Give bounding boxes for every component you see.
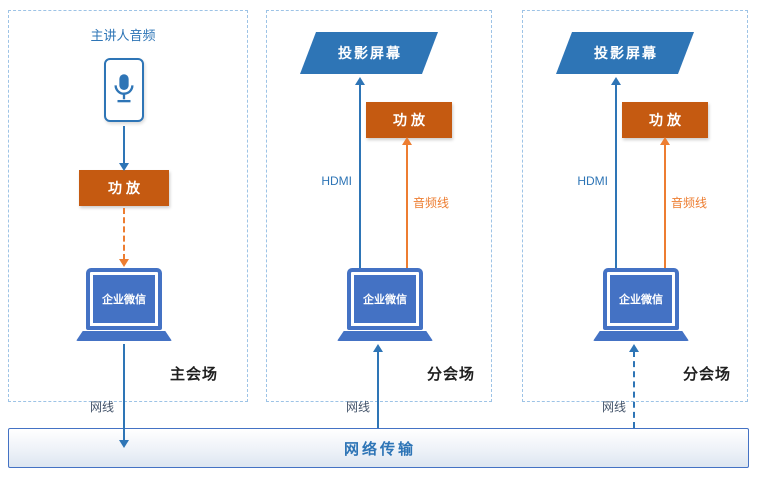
branch-venue-title: 分会场	[427, 366, 476, 383]
laptop-base	[593, 331, 689, 341]
network-transmission-bar: 网络传输	[8, 428, 749, 468]
laptop-base	[76, 331, 172, 341]
amplifier-box: 功放	[622, 102, 708, 138]
network-cable-label: 网线	[345, 400, 370, 414]
laptop-screen: 企业微信	[603, 268, 679, 330]
audio-cable-label: 音频线	[413, 196, 450, 210]
network-to-laptop-arrow	[628, 344, 640, 428]
network-transmission-label: 网络传输	[343, 440, 416, 458]
branch-venue-panel-2	[522, 10, 748, 402]
network-to-laptop-arrow	[372, 344, 384, 428]
laptop: 企业微信	[593, 268, 689, 341]
audio-cable-arrow	[659, 137, 671, 268]
hdmi-cable-arrow	[354, 77, 366, 268]
network-cable-label: 网线	[89, 400, 114, 414]
branch-venue-panel-1	[266, 10, 492, 402]
audio-cable-label: 音频线	[671, 196, 708, 210]
microphone-box	[104, 58, 144, 122]
laptop-screen: 企业微信	[347, 268, 423, 330]
laptop: 企业微信	[76, 268, 172, 341]
projection-screen: 投影屏幕	[300, 32, 438, 74]
amplifier-box: 功放	[366, 102, 452, 138]
laptop: 企业微信	[337, 268, 433, 341]
amplifier-to-laptop-arrow	[118, 208, 130, 267]
laptop-to-network-arrow	[118, 344, 130, 448]
main-venue-panel	[8, 10, 248, 402]
branch-venue-title: 分会场	[683, 366, 732, 383]
laptop-base	[337, 331, 433, 341]
hdmi-label: HDMI	[321, 174, 352, 188]
microphone-icon	[114, 74, 134, 103]
hdmi-label: HDMI	[577, 174, 608, 188]
speaker-audio-label: 主讲人音频	[90, 28, 156, 43]
mic-to-amplifier-arrow	[118, 126, 130, 171]
amplifier-box: 功放	[79, 170, 169, 206]
hdmi-cable-arrow	[610, 77, 622, 268]
wechat-work-label: 企业微信	[354, 275, 416, 323]
laptop-screen: 企业微信	[86, 268, 162, 330]
wechat-work-label: 企业微信	[610, 275, 672, 323]
projection-screen: 投影屏幕	[556, 32, 694, 74]
wechat-work-label: 企业微信	[93, 275, 155, 323]
audio-cable-arrow	[401, 137, 413, 268]
network-cable-label: 网线	[601, 400, 626, 414]
main-venue-title: 主会场	[170, 366, 219, 383]
